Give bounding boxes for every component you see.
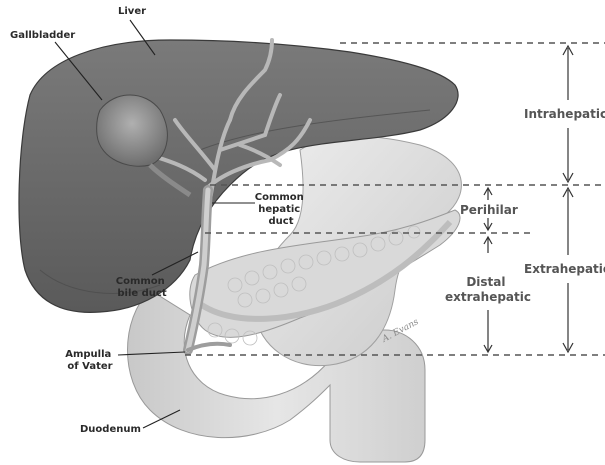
perihilar-label: Perihilar <box>460 203 518 217</box>
gallbladder-label: Gallbladder <box>10 30 75 41</box>
common-hepatic-duct-line-1: Common <box>255 192 304 203</box>
duodenum-label: Duodenum <box>80 424 141 435</box>
distal-line-1: Distal <box>466 275 505 289</box>
ampulla-of-vater-label: Ampulla of Vater <box>65 349 115 372</box>
common-hepatic-duct-line-2: hepatic <box>258 204 300 215</box>
region-arrows <box>484 46 573 352</box>
distal-line-2: extrahepatic <box>445 290 531 304</box>
common-bile-duct-label: Common bile duct <box>116 276 169 299</box>
common-hepatic-duct-line-3: duct <box>269 216 294 227</box>
liver-label: Liver <box>118 6 146 17</box>
distal-extrahepatic-label: Distal extrahepatic <box>445 275 531 304</box>
common-bile-duct-line-2: bile duct <box>117 288 166 299</box>
extrahepatic-label: Extrahepatic <box>524 262 605 276</box>
common-bile-duct-line-1: Common <box>116 276 165 287</box>
ampulla-line-1: Ampulla <box>65 349 111 360</box>
ampulla-line-2: of Vater <box>67 361 112 372</box>
intrahepatic-label: Intrahepatic <box>524 107 605 121</box>
